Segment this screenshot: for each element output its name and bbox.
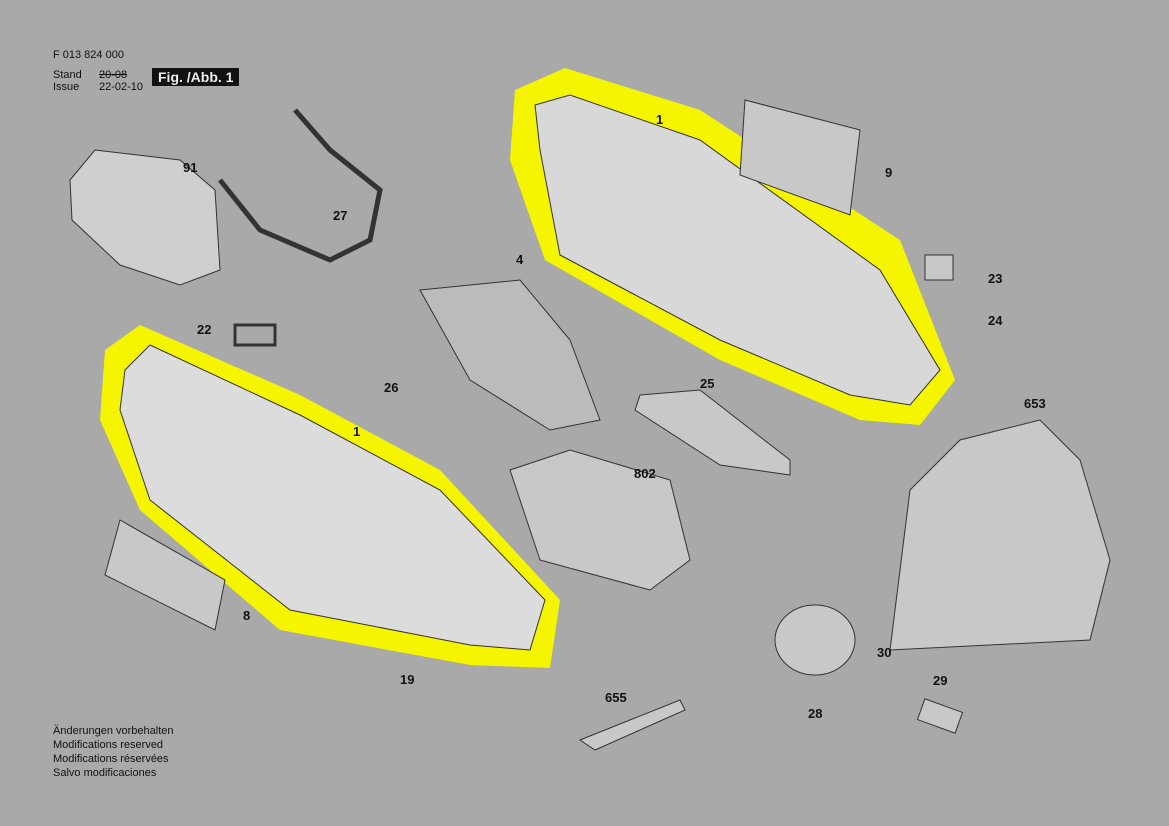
part-label-655: 655 (605, 690, 627, 705)
highlight-housing-bottom (100, 325, 560, 668)
part-label-25: 25 (700, 376, 715, 391)
figure-label: Fig. /Abb. 1 (152, 68, 240, 86)
footer-es: Salvo modificaciones (53, 767, 157, 779)
part-label-28: 28 (808, 706, 823, 721)
nut-29-part (916, 698, 964, 734)
wrench-655-part (578, 699, 686, 751)
label-8-part (104, 519, 226, 631)
part-label-653: 653 (1024, 396, 1046, 411)
part-label-27: 27 (333, 208, 348, 223)
stand-label: Stand (53, 69, 82, 81)
part-label-22: 22 (197, 322, 212, 337)
battery-part (69, 149, 221, 286)
footer-de: Änderungen vorbehalten (53, 725, 174, 737)
footer-en: Modifications reserved (53, 739, 164, 751)
knob-23-part (924, 254, 954, 281)
part-number: F 013 824 000 (53, 49, 124, 61)
part-label-24: 24 (988, 313, 1003, 328)
charger-653-part (889, 419, 1111, 651)
part-label-91: 91 (183, 160, 198, 175)
slider-25-part (634, 389, 791, 476)
part-label-802: 802 (634, 466, 656, 481)
stand-date: 20-08 (99, 69, 128, 81)
footer-fr: Modifications réservées (53, 753, 169, 765)
cable-part (218, 108, 383, 263)
part-label-4: 4 (516, 252, 524, 267)
clip-22-part (233, 323, 277, 347)
part-label-9: 9 (885, 165, 893, 180)
part-label-1: 1 (656, 112, 664, 127)
part-label-29: 29 (933, 673, 948, 688)
part-label-19: 19 (400, 672, 415, 687)
part-label-23: 23 (988, 271, 1003, 286)
part-label-26: 26 (384, 380, 399, 395)
motor-802-part (509, 449, 691, 591)
highlight-housing-top (510, 68, 955, 425)
part-label-8: 8 (243, 608, 251, 623)
issue-date: 22-02-10 (99, 81, 144, 93)
switch-part (419, 279, 601, 431)
part-label-30: 30 (877, 645, 892, 660)
cap-28-part (774, 604, 856, 676)
part-label-1b: 1 (353, 424, 361, 439)
label-9-part (739, 99, 861, 216)
issue-label: Issue (53, 81, 80, 93)
